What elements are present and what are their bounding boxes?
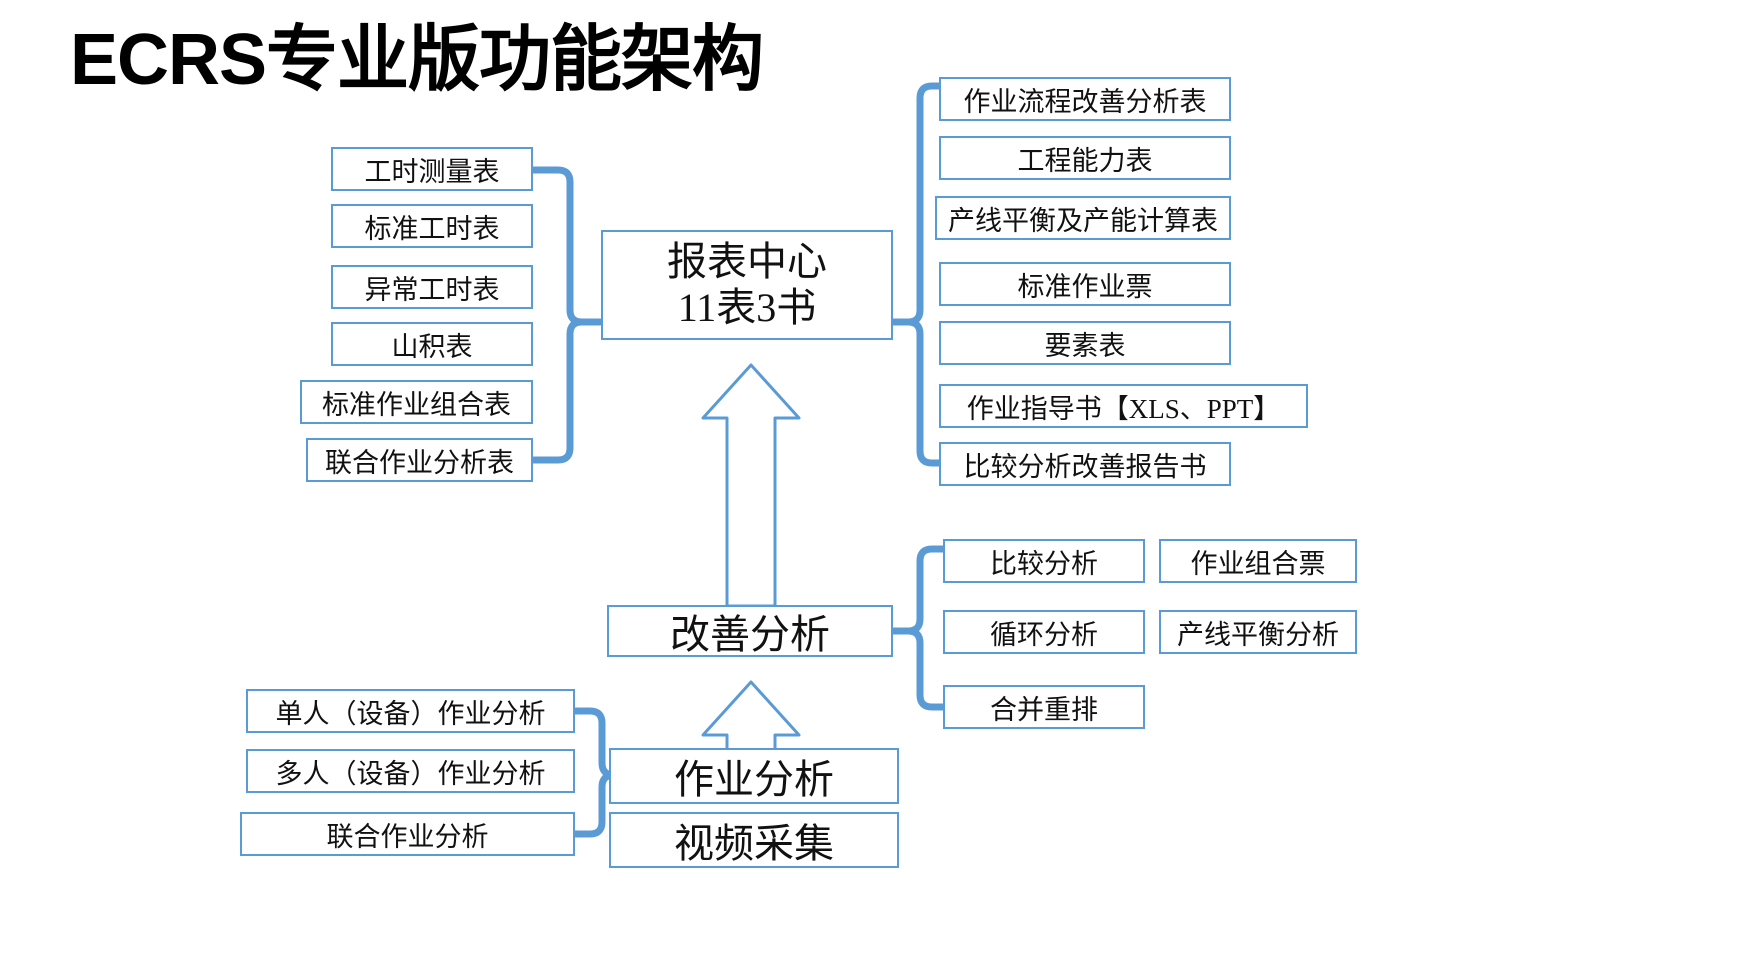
report-input-1[interactable]: 标准工时表 (331, 204, 533, 248)
hub-operation-analysis[interactable]: 作业分析 (609, 748, 899, 804)
improvement-output-4[interactable]: 产线平衡分析 (1159, 610, 1357, 654)
report-output-6[interactable]: 比较分析改善报告书 (939, 442, 1231, 486)
report-input-2[interactable]: 异常工时表 (331, 265, 533, 309)
page-title: ECRS专业版功能架构 (70, 20, 764, 100)
improvement-output-1[interactable]: 循环分析 (943, 610, 1145, 654)
operation-input-0[interactable]: 单人（设备）作业分析 (246, 689, 575, 733)
hub-report-center-line2: 11表3书 (677, 285, 817, 330)
improvement-output-0[interactable]: 比较分析 (943, 539, 1145, 583)
operation-input-1[interactable]: 多人（设备）作业分析 (246, 749, 575, 793)
report-output-5[interactable]: 作业指导书【XLS、PPT】 (939, 384, 1308, 428)
hub-report-center[interactable]: 报表中心 11表3书 (601, 230, 893, 340)
report-input-4[interactable]: 标准作业组合表 (300, 380, 533, 424)
operation-input-2[interactable]: 联合作业分析 (240, 812, 575, 856)
report-output-1[interactable]: 工程能力表 (939, 136, 1231, 180)
hub-report-center-line1: 报表中心 (667, 239, 827, 284)
hub-video-capture[interactable]: 视频采集 (609, 812, 899, 868)
brace-report-left (529, 166, 604, 464)
hub-improvement-analysis[interactable]: 改善分析 (607, 605, 893, 657)
report-input-5[interactable]: 联合作业分析表 (306, 438, 533, 482)
report-output-0[interactable]: 作业流程改善分析表 (939, 77, 1231, 121)
report-input-3[interactable]: 山积表 (331, 322, 533, 366)
brace-improvement-right (889, 545, 948, 711)
improvement-output-3[interactable]: 作业组合票 (1159, 539, 1357, 583)
report-input-0[interactable]: 工时测量表 (331, 147, 533, 191)
report-output-3[interactable]: 标准作业票 (939, 262, 1231, 306)
arrow-operation-to-improvement (701, 680, 801, 754)
report-output-2[interactable]: 产线平衡及产能计算表 (935, 196, 1231, 240)
report-output-4[interactable]: 要素表 (939, 321, 1231, 365)
brace-report-right (889, 82, 944, 467)
arrow-improvement-to-report (701, 363, 801, 608)
improvement-output-2[interactable]: 合并重排 (943, 685, 1145, 729)
